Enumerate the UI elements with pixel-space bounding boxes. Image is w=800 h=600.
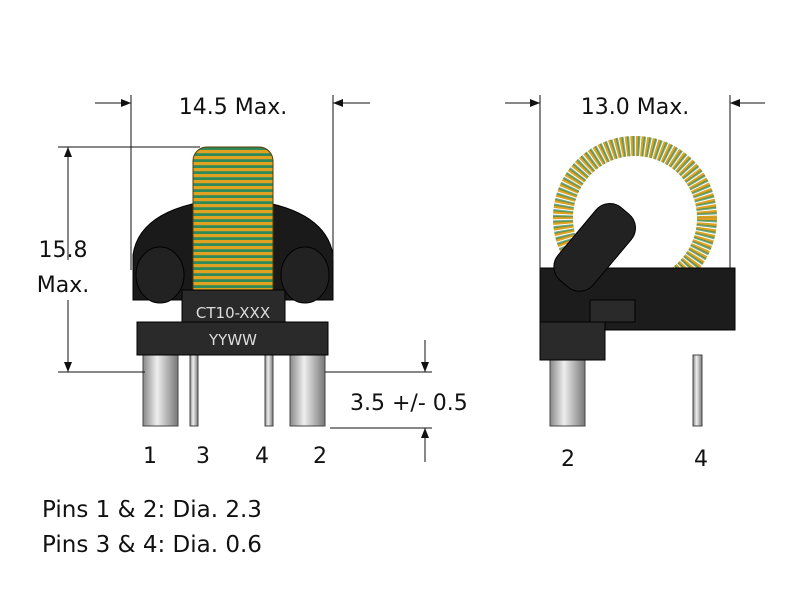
pin-label-3: 3 [196, 444, 210, 469]
toroid-coil [192, 146, 274, 308]
note-pins-1-2: Pins 1 & 2: Dia. 2.3 [42, 497, 262, 523]
side-dimensions [505, 95, 765, 270]
marking-line2: YYWW [208, 331, 257, 349]
front-view-component: CT10-XXX YYWW [132, 146, 334, 427]
standoff-dimension: 3.5 +/- 0.5 [350, 391, 468, 416]
depth-dimension: 13.0 Max. [581, 95, 689, 120]
side-pin-label-4: 4 [694, 447, 708, 472]
side-pin-label-2: 2 [561, 447, 575, 472]
side-pin-4 [692, 354, 703, 427]
marking-line1: CT10-XXX [196, 304, 270, 322]
note-pins-3-4: Pins 3 & 4: Dia. 0.6 [42, 532, 262, 558]
pin-1 [142, 349, 179, 427]
pin-4 [264, 349, 274, 427]
pin-label-4: 4 [255, 444, 269, 469]
pin-2 [289, 349, 326, 427]
height-dimension-value: 15.8 [39, 238, 88, 263]
height-dimension-suffix: Max. [37, 273, 89, 298]
pin-label-2: 2 [313, 444, 327, 469]
width-dimension: 14.5 Max. [179, 95, 287, 120]
side-view-component [539, 136, 736, 427]
pin-3 [189, 349, 199, 427]
pin-label-1: 1 [143, 444, 157, 469]
front-dimensions [58, 95, 432, 462]
